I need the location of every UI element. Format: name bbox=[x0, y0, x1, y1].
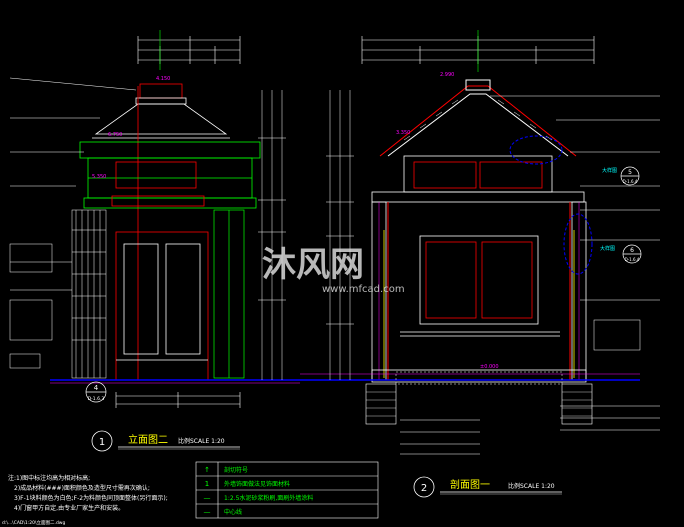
legend-symbol-4: — bbox=[204, 508, 211, 516]
section-roof-tiles bbox=[403, 99, 553, 141]
legend-symbol-3: — bbox=[204, 494, 211, 502]
elevation-tag-3: 3.350 bbox=[396, 130, 410, 136]
section-mark-6[interactable]: 6 D-1.6.4 大样图 bbox=[600, 244, 642, 264]
elevation-note-boxes bbox=[9, 243, 53, 369]
section-mark-6-number: 6 bbox=[630, 247, 634, 254]
legend-symbol-1: ↑ bbox=[204, 466, 210, 474]
elevation-tag-5: 4.150 bbox=[156, 76, 170, 82]
note-line-3: 3)F-1块料颜色为白色;F-2为料颜色同顶面整体(另行面示); bbox=[14, 494, 168, 502]
section-scale: 比例SCALE 1:20 bbox=[508, 482, 555, 490]
section-note-box bbox=[593, 319, 641, 351]
watermark-url: www.mfcad.com bbox=[322, 284, 405, 295]
section-mark-4[interactable]: 4 D-1.6.3 bbox=[85, 381, 107, 403]
elevation-tag-6: 2.990 bbox=[440, 72, 454, 78]
elevation-tag-4: ±0.000 bbox=[480, 364, 499, 370]
elevation-vertical-dims bbox=[258, 90, 286, 380]
section-roof bbox=[379, 79, 577, 157]
detail-callout-label-1: 大样图 bbox=[602, 167, 617, 174]
elevation-left-leaders bbox=[9, 77, 137, 291]
elevation-title: 立面图二 bbox=[128, 433, 168, 446]
detail-callout-label-2: 大样图 bbox=[600, 245, 615, 252]
general-notes: 注:1)图中标注均高为相对标高; 2)成品材料(###)面积颜色及造型尺寸需再次… bbox=[8, 474, 168, 512]
legend-symbol-2: 1 bbox=[205, 480, 209, 488]
section-vertical-dims bbox=[326, 90, 354, 380]
section-title: 剖面图一 bbox=[450, 478, 490, 491]
elevation-title-block: 1 立面图二 比例SCALE 1:20 bbox=[91, 430, 240, 452]
watermark-logo-text: 沐风网 bbox=[262, 245, 364, 285]
elevation-tag-1: 6.750 bbox=[108, 132, 122, 138]
section-title-block: 2 剖面图一 比例SCALE 1:20 bbox=[413, 476, 562, 498]
elevation-frieze bbox=[79, 141, 261, 209]
legend-label-4: 中心线 bbox=[224, 508, 242, 516]
section-drawing bbox=[300, 30, 660, 455]
footer-file-path: d:\...\CAD\1:20\立面图二.dwg bbox=[2, 519, 65, 526]
elevation-window-upper bbox=[111, 161, 205, 207]
section-number-circle bbox=[413, 476, 435, 498]
legend-label-1: 剖切符号 bbox=[224, 466, 248, 474]
note-line-2: 2)成品材料(###)面积颜色及造型尺寸需再次确认; bbox=[14, 484, 150, 492]
section-mark-5-number: 5 bbox=[628, 169, 632, 176]
legend-table: ↑ 剖切符号 1 外墙饰面做法见饰面材料 — 1:2.5水泥砂浆粉刷,面刷外墙涂… bbox=[195, 461, 379, 519]
legend-label-2: 外墙饰面做法见饰面材料 bbox=[224, 480, 290, 488]
section-upper-band bbox=[371, 155, 585, 203]
section-mark-5[interactable]: 5 D-1.6.4 大样图 bbox=[602, 166, 640, 186]
note-line-1: 注:1)图中标注均高为相对标高; bbox=[8, 474, 90, 482]
section-back-opening bbox=[400, 235, 560, 337]
elevation-tags: 6.750 5.350 3.350 ±0.000 4.150 2.990 bbox=[92, 72, 499, 370]
note-line-4: 4)门窗甲方自定,由专业厂家生产和安装。 bbox=[14, 504, 124, 512]
section-mark-4-sheet: D-1.6.3 bbox=[88, 396, 105, 402]
section-mark-5-sheet: D-1.6.4 bbox=[623, 179, 638, 184]
section-number: 2 bbox=[421, 483, 427, 494]
elevation-right-pier bbox=[213, 209, 245, 379]
elevation-tag-2: 5.350 bbox=[92, 174, 106, 180]
section-mark-4-number: 4 bbox=[94, 384, 99, 392]
section-walls bbox=[371, 201, 587, 381]
section-mark-6-sheet: D-1.6.4 bbox=[625, 257, 640, 262]
watermark: 沐风网 www.mfcad.com bbox=[262, 245, 405, 295]
elevation-roof bbox=[92, 83, 230, 139]
elevation-drawing bbox=[9, 30, 300, 408]
section-foundation bbox=[300, 369, 640, 425]
section-right-leaders bbox=[400, 95, 660, 455]
detail-callout-clouds bbox=[509, 135, 593, 275]
elevation-scale: 比例SCALE 1:20 bbox=[178, 437, 225, 445]
top-dimension-lines bbox=[137, 36, 241, 64]
legend-label-3: 1:2.5水泥砂浆粉刷,面刷外墙涂料 bbox=[224, 494, 313, 502]
elevation-left-pier bbox=[71, 209, 107, 379]
elevation-number-circle bbox=[91, 430, 113, 452]
bottom-dimension-lines bbox=[115, 392, 241, 408]
elevation-number: 1 bbox=[99, 437, 105, 448]
